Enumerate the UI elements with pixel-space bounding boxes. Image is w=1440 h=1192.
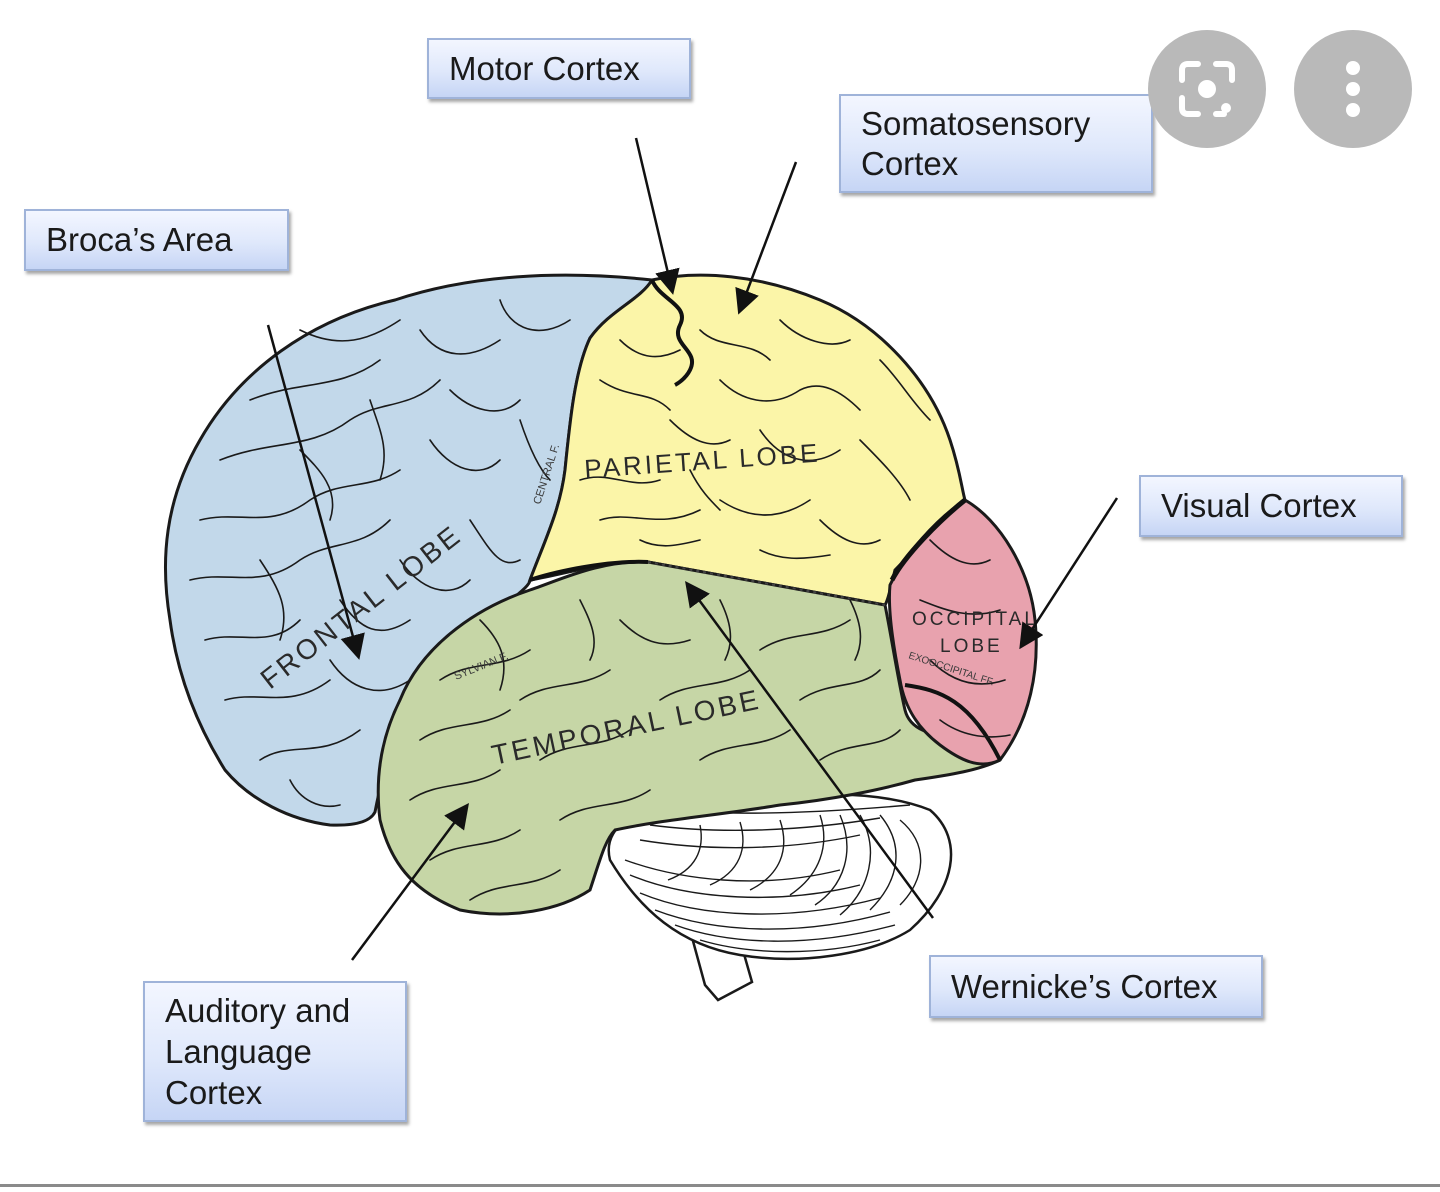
occipital-lobe-label-line2: LOBE (940, 636, 1003, 657)
pointer-auditory (350, 802, 469, 961)
gyri (189, 299, 1011, 901)
pointer-broca (266, 324, 365, 660)
pointer-wernicke (685, 580, 935, 919)
pointer-somatosensory (735, 161, 798, 315)
dotted-boundary (647, 561, 886, 606)
pointer-motor (634, 137, 680, 295)
pointer-visual (1019, 497, 1119, 650)
occipital-lobe (888, 498, 1038, 766)
callout-auditory-language-cortex: Auditory and Language Cortex (143, 981, 407, 1122)
lens-search-icon (1179, 61, 1235, 117)
callout-brocas-area: Broca’s Area (24, 209, 289, 271)
more-options-button[interactable] (1294, 30, 1412, 148)
pointer-lines (266, 137, 1119, 961)
cerebellum (607, 793, 953, 1002)
occipital-lobe-label-line1: OCCIPITAL (912, 609, 1038, 630)
boundaries (529, 279, 1002, 761)
callout-visual-cortex: Visual Cortex (1139, 475, 1403, 537)
bottom-divider (0, 1184, 1440, 1187)
more-vertical-icon (1346, 61, 1360, 117)
callout-wernickes-cortex: Wernicke’s Cortex (929, 955, 1263, 1018)
lens-search-button[interactable] (1148, 30, 1266, 148)
callout-motor-cortex: Motor Cortex (427, 38, 691, 99)
callout-somatosensory-cortex: Somatosensory Cortex (839, 94, 1153, 193)
